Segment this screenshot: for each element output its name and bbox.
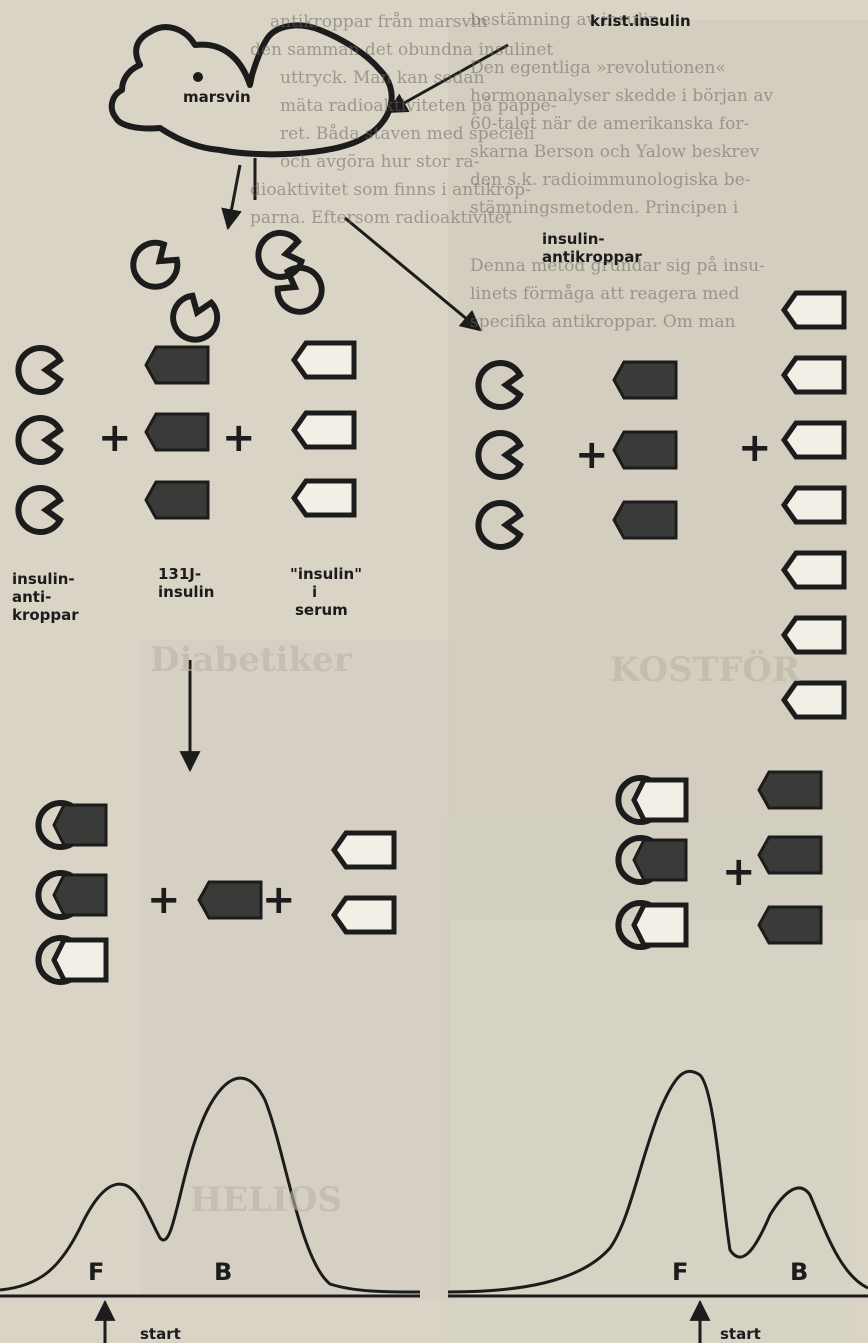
serum-insulin-1 <box>294 343 354 377</box>
right-serum-5 <box>784 553 844 587</box>
label-col2-line2: insulin <box>158 583 214 601</box>
right-labeled-2 <box>614 432 676 468</box>
bg-text-mid-1: den samman det obundna insulinet <box>250 38 553 62</box>
label-col3-line3: serum <box>295 601 348 619</box>
label-col1-line3: kroppar <box>12 606 79 624</box>
label-start-left: start <box>140 1325 181 1343</box>
label-marsvin: marsvin <box>183 88 251 106</box>
bg-text-right-7: linets förmåga att reagera med <box>470 282 739 306</box>
peak-label-b-left: B <box>214 1258 232 1286</box>
guinea-pig-eye <box>193 72 203 82</box>
right-serum-2 <box>784 358 844 392</box>
bg-ad-helios: HELIOS <box>190 1180 342 1220</box>
plus-right-2: + <box>738 428 772 468</box>
labeled-insulin-2 <box>146 414 208 450</box>
serum-insulin-3 <box>294 481 354 515</box>
label-col1-line1: insulin- <box>12 570 75 588</box>
plus-left-2: + <box>222 418 256 458</box>
bg-text-mid-5: och avgöra hur stor ra- <box>280 150 479 174</box>
bg-text-mid-4: ret. Båda staven med specieli <box>280 122 535 146</box>
right-serum-3 <box>784 423 844 457</box>
plus-result-left-2: + <box>262 880 296 920</box>
plus-result-left-1: + <box>147 880 181 920</box>
right-labeled-3 <box>614 502 676 538</box>
right-free-dark-1 <box>759 772 821 808</box>
bg-text-mid-2: uttryck. Man kan sedan <box>280 66 484 90</box>
plus-right-1: + <box>575 435 609 475</box>
peak-label-b-right: B <box>790 1258 808 1286</box>
label-col3-line2: i <box>312 583 317 601</box>
result-free-labeled <box>199 882 261 918</box>
label-antibodies-2: antikroppar <box>542 248 642 266</box>
bg-text-mid-0: antikroppar från marsvin <box>270 10 487 34</box>
bg-text-mid-7: parna. Eftersom radioaktivitet <box>250 206 512 230</box>
labeled-insulin-1 <box>146 347 208 383</box>
right-free-dark-3 <box>759 907 821 943</box>
serum-insulin-2 <box>294 413 354 447</box>
right-serum-4 <box>784 488 844 522</box>
bg-text-mid-6: dioaktivitet som finns i antikrop- <box>250 178 531 202</box>
bg-text-right-8: specifika antikroppar. Om man <box>470 310 735 334</box>
label-start-right: start <box>720 1325 761 1343</box>
right-free-dark-2 <box>759 837 821 873</box>
result-free-serum-2 <box>334 898 394 932</box>
peak-label-f-left: F <box>88 1258 104 1286</box>
plus-left-1: + <box>98 418 132 458</box>
plus-result-right: + <box>722 852 756 892</box>
label-krist-insulin: krist.insulin <box>590 12 691 30</box>
label-col3-line1: "insulin" <box>290 565 362 583</box>
right-serum-6 <box>784 618 844 652</box>
labeled-insulin-3 <box>146 482 208 518</box>
label-col2-line1: 131J- <box>158 565 201 583</box>
label-antibodies-1: insulin- <box>542 230 605 248</box>
result-free-serum-1 <box>334 833 394 867</box>
right-labeled-1 <box>614 362 676 398</box>
bg-ad-kostfor: KOSTFÖR <box>610 650 800 690</box>
right-serum-1 <box>784 293 844 327</box>
bg-text-mid-3: mäta radioaktiviteten på pappe- <box>280 94 556 118</box>
label-col1-line2: anti- <box>12 588 51 606</box>
bg-ad-diabetiker: Diabetiker <box>150 640 352 680</box>
peak-label-f-right: F <box>672 1258 688 1286</box>
